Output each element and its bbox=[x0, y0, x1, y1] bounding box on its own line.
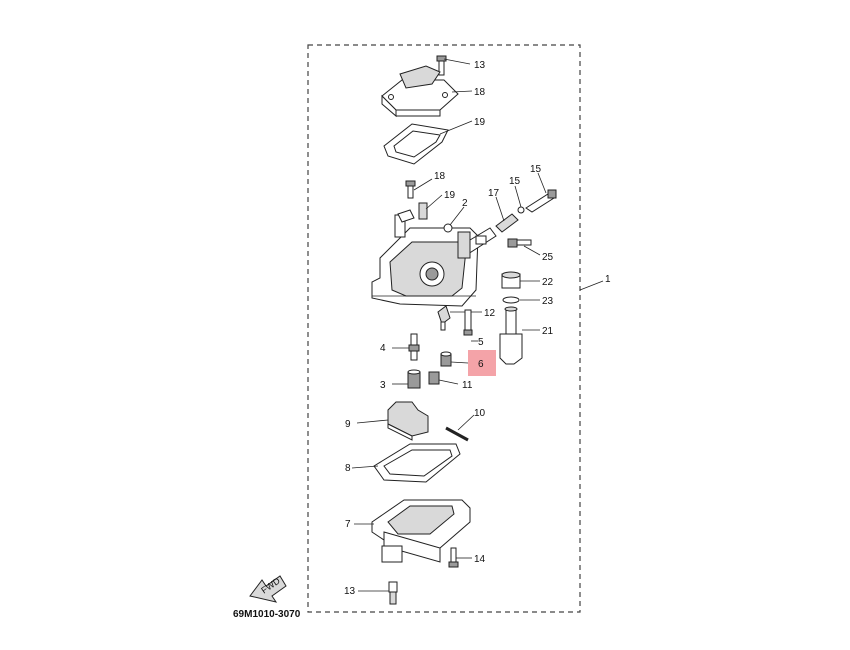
label-part-5: 5 bbox=[478, 337, 484, 348]
highlight-box-part-6 bbox=[468, 350, 496, 376]
label-part-7: 7 bbox=[345, 519, 351, 530]
label-part-14-top: 13 bbox=[474, 60, 486, 71]
part-21-spring bbox=[418, 194, 443, 220]
part-14-screw-bottom bbox=[448, 547, 472, 568]
label-part-1: 1 bbox=[605, 274, 611, 285]
label-part-15: 15 bbox=[530, 164, 542, 175]
label-part-6: 6 bbox=[478, 359, 484, 370]
label-part-8: 8 bbox=[345, 463, 351, 474]
part-11-plug bbox=[428, 371, 459, 385]
label-part-25: 25 bbox=[542, 252, 554, 263]
label-part-16: 15 bbox=[509, 176, 521, 187]
label-part-13: 13 bbox=[344, 586, 356, 597]
label-part-12: 12 bbox=[484, 308, 496, 319]
label-part-2: 2 bbox=[462, 198, 468, 209]
part-16-o-ring bbox=[514, 185, 525, 214]
label-part-20: 18 bbox=[434, 171, 446, 182]
label-part-4: 4 bbox=[380, 343, 386, 354]
label-part-14-bottom: 14 bbox=[474, 554, 486, 565]
label-part-10: 10 bbox=[474, 408, 486, 419]
part-2-screw bbox=[443, 206, 465, 233]
label-part-21: 19 bbox=[444, 190, 456, 201]
part-22-plunger bbox=[499, 306, 540, 365]
part-24-o-ring bbox=[502, 296, 540, 304]
leader-1 bbox=[579, 280, 604, 291]
part-25-screw bbox=[507, 238, 541, 256]
label-part-3: 3 bbox=[380, 380, 386, 391]
label-part-22: 21 bbox=[542, 326, 554, 337]
part-15-screw bbox=[525, 172, 557, 213]
part-12-float-needle bbox=[437, 305, 482, 331]
part-14-screw-top bbox=[436, 55, 471, 76]
carburetor-body bbox=[371, 209, 497, 307]
part-6-jet-holder bbox=[440, 351, 469, 367]
part-18-cover bbox=[381, 65, 473, 118]
part-8-gasket bbox=[351, 443, 461, 483]
label-part-24: 23 bbox=[542, 296, 554, 307]
part-19-gasket bbox=[383, 120, 473, 165]
part-7-float-chamber bbox=[354, 499, 471, 563]
part-13-drain-screw bbox=[358, 581, 398, 605]
part-23-collar bbox=[501, 271, 540, 289]
label-part-11: 11 bbox=[462, 380, 473, 391]
part-5-main-jet bbox=[463, 309, 478, 342]
part-4-jet bbox=[392, 333, 420, 361]
fwd-arrow-icon: FWD bbox=[249, 575, 287, 603]
label-part-23: 22 bbox=[542, 277, 554, 288]
label-part-9: 9 bbox=[345, 419, 351, 430]
part-20-screw bbox=[405, 178, 433, 199]
part-number-code: 69M1010-3070 bbox=[233, 609, 301, 620]
label-part-17: 17 bbox=[488, 188, 500, 199]
assembly-boundary bbox=[307, 44, 581, 613]
part-3-plug bbox=[392, 369, 421, 389]
part-17-pilot-screw bbox=[475, 196, 519, 245]
label-part-18: 18 bbox=[474, 87, 486, 98]
part-10-float-pin bbox=[445, 414, 475, 442]
label-part-19: 19 bbox=[474, 117, 486, 128]
part-9-float bbox=[356, 401, 429, 441]
